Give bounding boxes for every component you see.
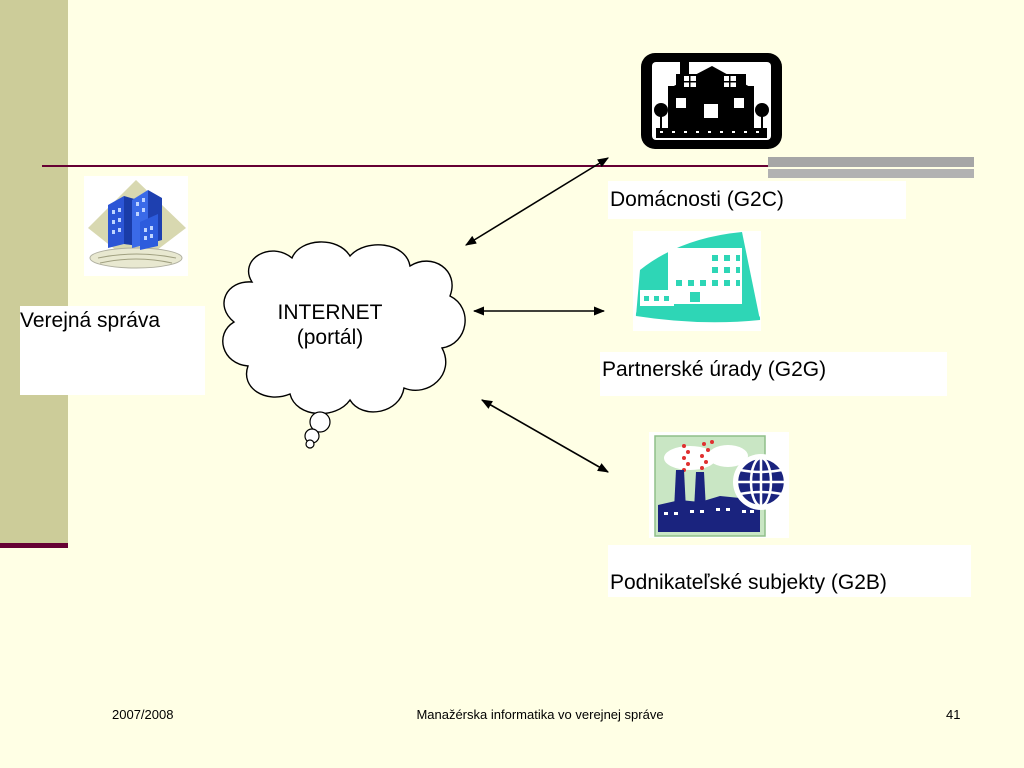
footer-title: Manažérska informatika vo verejnej správ… bbox=[416, 707, 664, 722]
gray-accent-bar bbox=[768, 157, 974, 179]
left-accent-bar bbox=[0, 0, 68, 547]
factory-globe-icon bbox=[649, 432, 789, 538]
internet-label: INTERNET bbox=[277, 301, 383, 324]
internet-portal-label: INTERNET (portál) bbox=[230, 300, 430, 350]
house-icon bbox=[641, 53, 782, 149]
internet-cloud bbox=[222, 241, 466, 449]
node-label: Partnerské úrady (G2G) bbox=[602, 358, 827, 381]
office-buildings-icon bbox=[84, 176, 188, 276]
left-accent-rule bbox=[0, 543, 68, 548]
slide-number: 41 bbox=[946, 707, 961, 722]
arrow-to-businesses bbox=[481, 399, 609, 473]
node-partner-offices: Partnerské úrady (G2G) bbox=[600, 352, 947, 396]
node-label: Podnikateľské subjekty (G2B) bbox=[610, 571, 887, 594]
node-business-entities: Podnikateľské subjekty (G2B) bbox=[608, 545, 971, 597]
footer-date: 2007/2008 bbox=[112, 707, 174, 722]
node-public-administration: Verejná správa bbox=[20, 306, 205, 395]
portal-label: (portál) bbox=[296, 326, 364, 349]
arrow-to-households bbox=[465, 157, 609, 246]
node-label: Verejná správa bbox=[20, 309, 161, 332]
node-households: Domácnosti (G2C) bbox=[608, 181, 906, 219]
hospital-building-icon bbox=[633, 231, 761, 331]
node-label: Domácnosti (G2C) bbox=[610, 188, 784, 211]
